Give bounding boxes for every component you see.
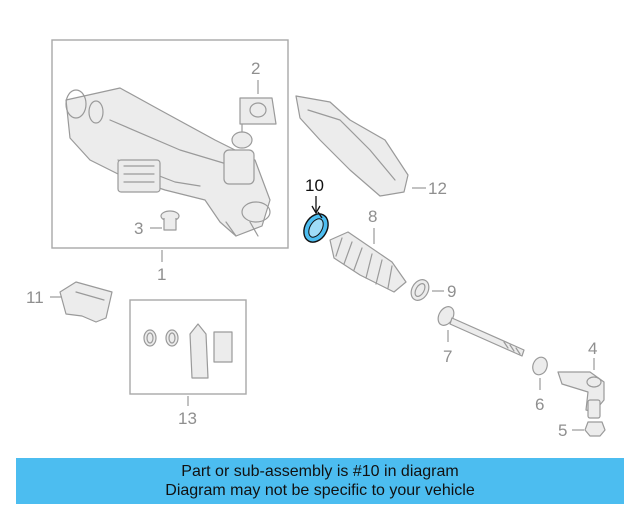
callout-5: 5 bbox=[558, 421, 567, 440]
outer-tie-rod-end-part[interactable] bbox=[557, 371, 605, 419]
mount-bushing-part[interactable] bbox=[239, 97, 277, 125]
bolt-part[interactable] bbox=[160, 210, 180, 231]
cover-part[interactable] bbox=[59, 281, 113, 323]
clamp-part-highlighted[interactable] bbox=[299, 210, 333, 247]
assembly-1-frame bbox=[51, 39, 289, 249]
inner-tie-rod-part[interactable] bbox=[435, 304, 525, 357]
steering-gear-assembly-part[interactable] bbox=[65, 87, 271, 237]
callout-10: 10 bbox=[305, 176, 324, 195]
callout-8: 8 bbox=[368, 207, 377, 226]
heat-shield-part[interactable] bbox=[295, 95, 409, 197]
jam-nut-part[interactable] bbox=[530, 355, 549, 377]
seal-kit-part[interactable] bbox=[143, 323, 233, 379]
callout-2: 2 bbox=[251, 59, 260, 78]
boot-clamp-part[interactable] bbox=[408, 276, 433, 303]
callout-7: 7 bbox=[443, 347, 452, 366]
callout-9: 9 bbox=[447, 282, 456, 301]
callout-6: 6 bbox=[535, 395, 544, 414]
kit-13-frame bbox=[129, 299, 247, 395]
callout-3: 3 bbox=[134, 219, 143, 238]
callout-13: 13 bbox=[178, 409, 197, 428]
bellows-boot-part[interactable] bbox=[329, 231, 407, 293]
callout-12: 12 bbox=[428, 179, 447, 198]
castle-nut-part[interactable] bbox=[584, 421, 606, 437]
callout-1: 1 bbox=[157, 265, 166, 284]
callout-11: 11 bbox=[26, 288, 44, 307]
caption-banner: Part or sub-assembly is #10 in diagram D… bbox=[16, 458, 624, 504]
callout-4: 4 bbox=[588, 339, 597, 358]
caption-line-2: Diagram may not be specific to your vehi… bbox=[165, 482, 475, 499]
caption-line-1: Part or sub-assembly is #10 in diagram bbox=[181, 463, 459, 480]
